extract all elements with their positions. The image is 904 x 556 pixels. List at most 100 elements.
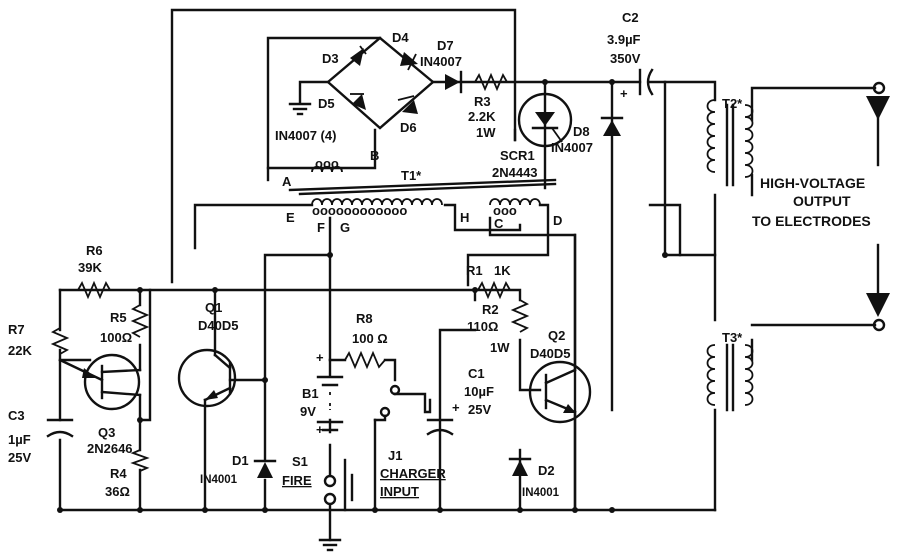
capacitor-c2 [638,68,654,96]
label-c3: C3 [8,408,25,423]
label-r3-w: 1W [476,125,496,140]
label-c2-plus: + [620,86,628,101]
label-t3: T3* [722,330,743,345]
label-bridge-note: IN4007 (4) [275,128,336,143]
output-terminals [866,81,890,332]
label-c2-v: 350V [610,51,641,66]
resistor-r2 [510,299,530,333]
label-output-1: HIGH-VOLTAGE [760,175,865,191]
label-r2: R2 [482,302,499,317]
label-s1-fire: FIRE [282,473,312,488]
wiring [58,8,877,542]
label-d3: D3 [322,51,339,66]
label-t1: T1* [401,168,422,183]
diode-d1 [253,459,277,478]
label-r6-val: 39K [78,260,102,275]
label-r5-val: 100Ω [100,330,132,345]
label-node-e: E [286,210,295,225]
label-scr1-part: 2N4443 [492,165,538,180]
label-r1: R1 [466,263,483,278]
jack-j1 [373,384,432,422]
label-node-f: F [317,220,325,235]
label-r3-val: 2.2K [468,109,496,124]
label-node-d: D [553,213,562,228]
label-c3-v: 25V [8,450,31,465]
label-r6: R6 [86,243,103,258]
resistor-r8 [344,350,386,370]
switch-s1 [323,458,354,512]
label-b1-minus-plus: + [316,422,324,437]
label-q1: Q1 [205,300,222,315]
label-r3: R3 [474,94,491,109]
label-node-g: G [340,220,350,235]
diode-d7 [445,70,463,94]
label-d8: D8 [573,124,590,139]
label-q1-part: D40D5 [198,318,238,333]
ground-symbol-main [318,538,342,552]
label-d7-part: IN4007 [420,54,462,69]
label-c1-plus: + [452,400,460,415]
label-b1: B1 [302,386,319,401]
bridge-rectifier [350,45,418,114]
diode-d8 [600,116,624,136]
label-q3-part: 2N2646 [87,441,133,456]
label-r7-val: 22K [8,343,32,358]
label-c3-val: 1µF [8,432,31,447]
ground-symbol-bridge [288,102,312,116]
label-d2: D2 [538,463,555,478]
label-c2-val: 3.9µF [607,32,641,47]
label-node-b: B [370,148,379,163]
transformer-t1 [311,165,541,206]
resistor-r7 [50,327,70,355]
label-j1-line2: INPUT [380,484,419,499]
label-c1-v: 25V [468,402,491,417]
label-b1-val: 9V [300,404,316,419]
label-j1-line1: CHARGER [380,466,446,481]
resistor-r4 [130,449,150,472]
label-d1: D1 [232,453,249,468]
label-q2: Q2 [548,328,565,343]
label-d1-part: IN4001 [200,474,238,486]
transistor-q3 [58,353,142,411]
label-node-c: C [494,216,504,231]
label-d5: D5 [318,96,335,111]
label-r1-val: 1K [494,263,511,278]
label-output-3: TO ELECTRODES [752,213,871,229]
transformer-t3 [706,343,754,412]
transistor-q2 [528,360,592,512]
label-scr1: SCR1 [500,148,535,163]
label-t1-top-coil: ooo [315,156,339,171]
label-d2-part: IN4001 [522,487,560,499]
transistor-q1 [177,348,237,408]
label-d8-part: IN4007 [551,140,593,155]
resistor-r1 [477,280,511,300]
label-r2-w: 1W [490,340,510,355]
diode-d2 [508,457,532,476]
labels: D3 D4 D5 D6 IN4007 (4) D7 IN4007 R3 2.2K… [8,10,871,499]
transformer-t2 [706,99,754,187]
resistor-r5 [130,304,150,338]
label-node-h: H [460,210,469,225]
resistor-r3 [474,72,508,92]
label-c1-val: 10µF [464,384,494,399]
label-q2-part: D40D5 [530,346,570,361]
label-s1: S1 [292,454,308,469]
label-r5: R5 [110,310,127,325]
label-t1-feedback-coil: ooo [493,203,517,218]
junction-dots [57,79,668,513]
label-b1-plus: + [316,350,324,365]
label-q3: Q3 [98,425,115,440]
label-r7: R7 [8,322,25,337]
label-d7: D7 [437,38,454,53]
label-r8: R8 [356,311,373,326]
capacitor-c1 [426,418,454,436]
label-output-2: OUTPUT [793,193,851,209]
label-t1-coil: oooooooooooo [312,203,407,218]
label-r2-val: 110Ω [467,319,498,334]
label-r4: R4 [110,466,127,481]
label-r8-val: 100 Ω [352,331,388,346]
capacitor-c3 [46,418,74,438]
battery-b1 [316,375,344,432]
label-j1: J1 [388,448,402,463]
